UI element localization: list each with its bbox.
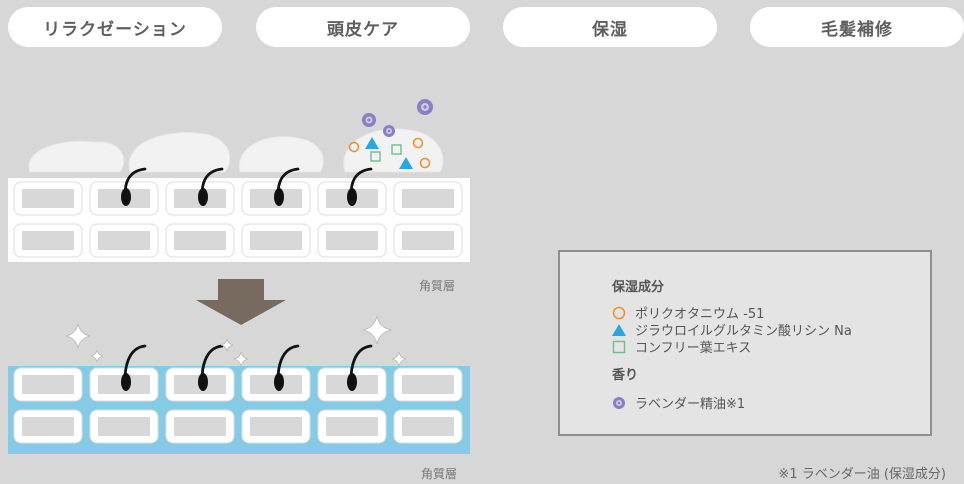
- skin-cell-inner: [98, 231, 150, 250]
- orange-circle-icon: [412, 137, 424, 149]
- moisture-heading: 保湿成分: [612, 280, 665, 295]
- sparkle-icon: [220, 338, 234, 352]
- blue-triangle-icon: [399, 157, 413, 169]
- tab-scalp-care[interactable]: 頭皮ケア: [256, 7, 470, 47]
- blue-triangle-icon: [365, 137, 379, 149]
- hair-root: [347, 373, 357, 391]
- skin-cell-inner: [326, 231, 378, 250]
- lavender-icon: [383, 125, 395, 137]
- skin-cell-inner: [174, 231, 226, 250]
- skin-cell-inner: [402, 231, 454, 250]
- skin-cell-inner: [402, 189, 454, 208]
- lavender-icon: [612, 396, 628, 410]
- skin-cell-inner: [402, 375, 454, 394]
- tab-relaxation[interactable]: リラクゼーション: [8, 7, 222, 47]
- skin-cell-inner: [402, 417, 454, 436]
- stratum-corneum-label-top: 角質層: [419, 279, 456, 293]
- sparkle-icon: [65, 323, 91, 349]
- sparkles: [65, 315, 407, 367]
- ingredient-label: ジラウロイルグルタミン酸リシン Na: [635, 324, 852, 339]
- ingredients-panel: 保湿成分 ポリクオタニウム -51 ジラウロイルグルタミン酸リシン Na コンフ…: [558, 250, 932, 436]
- skin-cell-inner: [22, 417, 74, 436]
- hair-root: [198, 188, 208, 206]
- skin-cell-inner: [250, 417, 302, 436]
- down-arrow-icon: [196, 279, 286, 325]
- skin-cell-inner: [250, 231, 302, 250]
- tab-moisture[interactable]: 保湿: [503, 7, 717, 47]
- scent-row: ラベンダー精油※1: [612, 393, 745, 412]
- skin-cell-inner: [326, 417, 378, 436]
- sparkle-icon: [90, 349, 104, 363]
- footnote: ※1 ラベンダー油 (保湿成分): [778, 467, 946, 482]
- stratum-corneum-bottom: [8, 366, 470, 454]
- lavender-icon: [362, 113, 376, 127]
- stratum-corneum-label-bottom: 角質層: [421, 467, 458, 481]
- sparkle-icon: [362, 315, 392, 345]
- skin-cell-inner: [22, 231, 74, 250]
- ingredient-row: ジラウロイルグルタミン酸リシン Na: [612, 320, 852, 339]
- hair-root: [121, 373, 131, 391]
- hair-root: [274, 373, 284, 391]
- ingredient-row: ポリクオタニウム -51: [612, 303, 764, 322]
- blue-triangle-icon: [612, 323, 628, 337]
- green-square-icon: [370, 151, 381, 162]
- scent-label: ラベンダー精油※1: [635, 397, 746, 412]
- tab-hair-repair[interactable]: 毛髪補修: [750, 7, 964, 47]
- hair-root: [274, 188, 284, 206]
- hair-root: [198, 373, 208, 391]
- green-square-icon: [391, 144, 402, 155]
- lavender-flowers: [362, 99, 433, 137]
- hairs-top: [121, 167, 373, 206]
- ingredient-label: コンフリー葉エキス: [635, 341, 752, 356]
- green-square-icon: [612, 340, 628, 354]
- hair-root: [121, 188, 131, 206]
- lavender-icon: [417, 99, 433, 115]
- ingredient-row: コンフリー葉エキス: [612, 337, 751, 356]
- hairs-bottom: [121, 344, 373, 391]
- orange-circle-icon: [612, 306, 628, 320]
- skin-cell-inner: [22, 375, 74, 394]
- orange-circle-icon: [348, 141, 360, 153]
- sparkle-icon: [391, 351, 407, 367]
- category-tabs: リラクゼーション 頭皮ケア 保湿 毛髪補修: [0, 0, 964, 60]
- scent-heading: 香り: [612, 368, 639, 383]
- skin-cell-inner: [22, 189, 74, 208]
- orange-circle-icon: [419, 157, 431, 169]
- skin-cell-inner: [174, 417, 226, 436]
- ingredient-label: ポリクオタニウム -51: [635, 307, 765, 322]
- ingredient-particles: [348, 137, 431, 169]
- stratum-corneum-top: [8, 178, 470, 262]
- foam-clouds: [28, 128, 444, 173]
- sparkle-icon: [233, 351, 249, 367]
- hair-root: [347, 188, 357, 206]
- skin-cell-inner: [98, 417, 150, 436]
